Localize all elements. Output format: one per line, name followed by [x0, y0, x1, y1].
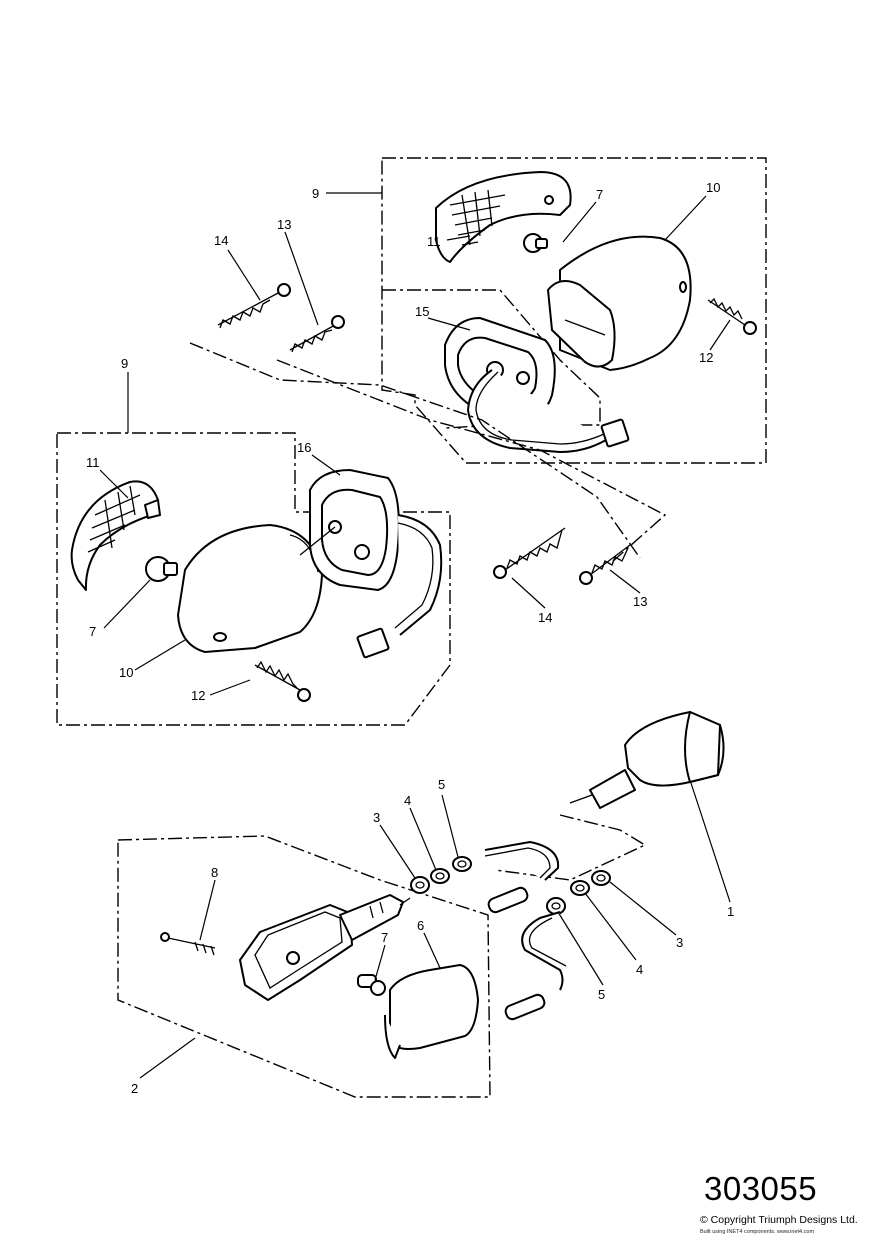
group-box-upper-right [381, 157, 767, 464]
flasher-unit-1 [494, 711, 725, 881]
screw-12-upper [707, 297, 757, 335]
callout-4-upper: 4 [404, 793, 411, 808]
callout-13-middle: 13 [633, 594, 647, 609]
lens [384, 964, 479, 1059]
flasher-assembly-lower [117, 711, 725, 1098]
callout-10-upper: 10 [706, 180, 720, 195]
washers-left [410, 856, 472, 894]
lens [70, 480, 161, 591]
callout-16: 16 [297, 440, 311, 455]
indicator-housing [444, 317, 630, 453]
screws-middle [493, 527, 631, 585]
bulb [357, 974, 386, 996]
callout-3-upper: 3 [373, 810, 380, 825]
callout-14-upper: 14 [214, 233, 228, 248]
built-with-notice: Built using INET4 components. www.inet4.… [700, 1229, 815, 1235]
bolt [160, 932, 216, 956]
callout-8: 8 [211, 865, 218, 880]
screws-upper [189, 283, 667, 563]
callout-7-lower: 7 [381, 930, 388, 945]
callout-4-lower: 4 [636, 962, 643, 977]
bulb [145, 556, 178, 582]
screw-12-left [254, 660, 311, 702]
callout-numbers: 9 7 10 11 14 13 15 12 9 11 16 7 10 12 14… [86, 180, 734, 1096]
stalk-bracket-lower [504, 911, 567, 1021]
indicator-body [177, 524, 323, 653]
callout-6: 6 [417, 918, 424, 933]
indicator-housing [299, 469, 443, 659]
copyright-notice: © Copyright Triumph Designs Ltd. [700, 1214, 858, 1226]
callout-15: 15 [415, 304, 429, 319]
drawing-number: 303055 [704, 1170, 818, 1207]
group-box-left [56, 432, 451, 726]
indicator-body [547, 235, 692, 371]
callout-3-lower: 3 [676, 935, 683, 950]
callout-12-upper: 12 [699, 350, 713, 365]
callout-5-upper: 5 [438, 777, 445, 792]
flasher-unit-2 [239, 894, 411, 1001]
callout-11-left: 11 [86, 455, 100, 470]
indicator-assembly-left [56, 432, 451, 726]
stalk-bracket-upper [484, 841, 560, 914]
callout-11-upper: 11 [427, 234, 441, 249]
leader-lines [99, 192, 731, 1079]
callout-9-left: 9 [121, 356, 128, 371]
callout-7-left: 7 [89, 624, 96, 639]
bulb [523, 233, 548, 253]
callout-12-left: 12 [191, 688, 205, 703]
callout-9-upper: 9 [312, 186, 319, 201]
callout-7-upper: 7 [596, 187, 603, 202]
callout-14-middle: 14 [538, 610, 552, 625]
callout-2: 2 [131, 1081, 138, 1096]
indicator-assembly-upper-right [381, 157, 767, 464]
callout-10-left: 10 [119, 665, 133, 680]
callout-1: 1 [727, 904, 734, 919]
lens [435, 171, 572, 263]
callout-13-upper: 13 [277, 217, 291, 232]
callout-5-lower: 5 [598, 987, 605, 1002]
washers-right [546, 870, 611, 915]
